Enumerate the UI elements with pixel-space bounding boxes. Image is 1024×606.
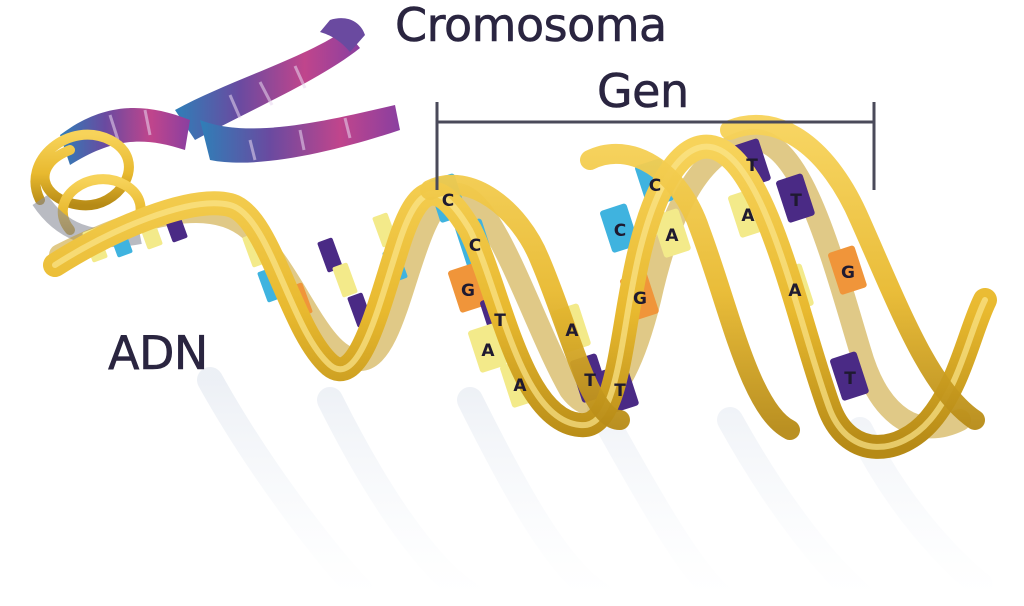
gene-label: Gen [597,64,690,118]
base-letter: A [513,376,527,396]
dna-label: ADN [108,326,209,380]
base-letter: T [494,311,506,331]
base-letter: T [614,381,626,401]
base-block-g [828,245,867,295]
helix-reflection [197,367,993,606]
base-letter: A [741,206,755,226]
base-letter: C [469,236,481,256]
base-block-t [830,351,869,401]
base-block-a [652,208,691,258]
base-letter: A [481,341,495,361]
base-block-t [776,173,815,223]
base-letter: T [790,191,802,211]
base-pair-rung [317,237,343,273]
base-letter: C [442,191,454,211]
base-letter: A [788,281,802,301]
base-letter: G [461,281,475,301]
base-letter: T [746,156,758,176]
base-letter: C [649,176,661,196]
base-pair-rung [332,262,358,298]
dna-front-strand [43,115,997,459]
base-letter: C [614,221,626,241]
base-letter: G [841,263,855,283]
base-block-c [600,203,639,253]
chromosome-label: Cromosoma [395,0,668,52]
base-letter: A [565,321,579,341]
base-letter: T [844,369,856,389]
base-letter: A [665,226,679,246]
base-letter: G [633,289,647,309]
gene-bracket [435,102,876,190]
base-letter: T [584,371,596,391]
